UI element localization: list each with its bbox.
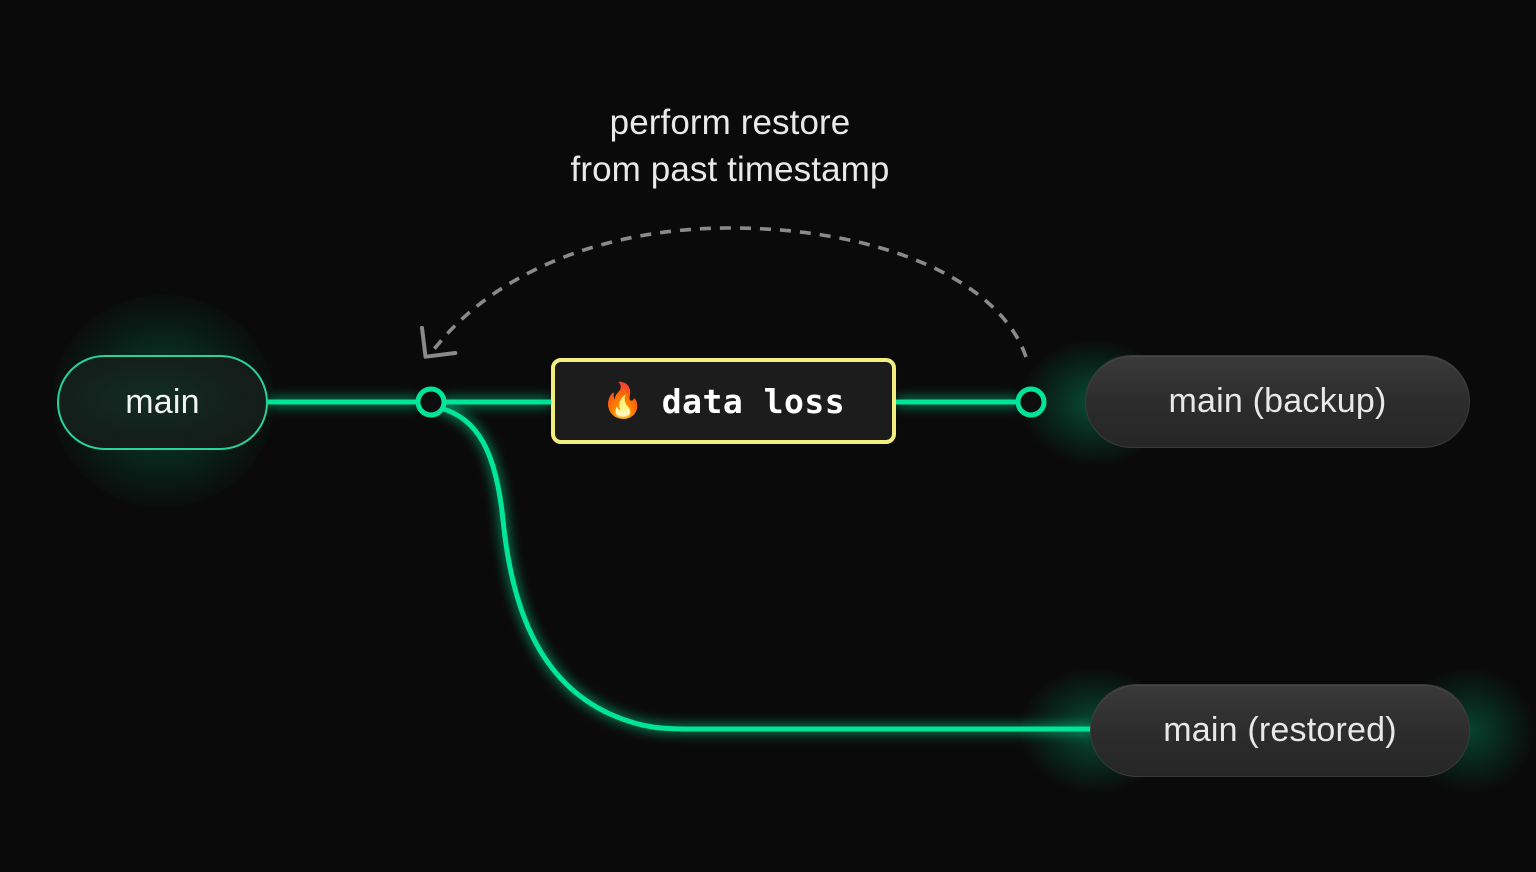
- node-data-loss-label: data loss: [661, 381, 846, 421]
- backup-endpoint-node[interactable]: [1015, 386, 1047, 418]
- node-main-restored[interactable]: main (restored): [1090, 684, 1470, 777]
- annotation-line-2: from past timestamp: [570, 149, 890, 189]
- node-main[interactable]: main: [57, 355, 268, 450]
- edge-branch-to-restored: [437, 405, 1093, 732]
- fire-icon: 🔥: [601, 381, 645, 421]
- node-data-loss[interactable]: 🔥 data loss: [551, 358, 896, 444]
- restore-arrow-path: [430, 226, 1028, 358]
- node-main-restored-label: main (restored): [1163, 711, 1397, 749]
- branch-point-node[interactable]: [415, 386, 447, 418]
- annotation-line-1: perform restore: [609, 103, 851, 142]
- node-main-backup-label: main (backup): [1168, 382, 1387, 420]
- node-main-label: main: [125, 383, 200, 421]
- restore-arrow-head-icon: [419, 325, 458, 359]
- restore-annotation-label: perform restore from past timestamp: [430, 100, 1030, 193]
- node-main-backup[interactable]: main (backup): [1085, 355, 1470, 448]
